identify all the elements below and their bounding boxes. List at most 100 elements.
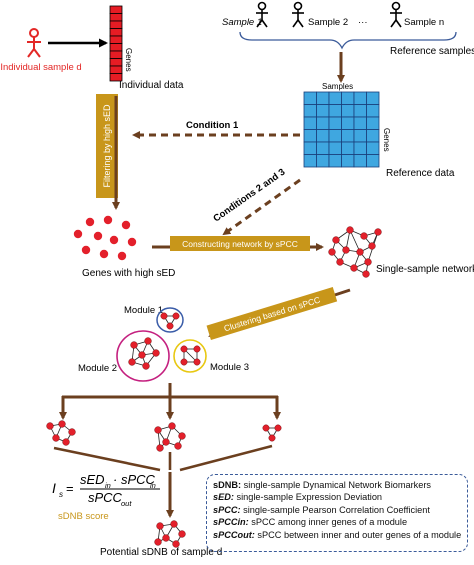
constructing-banner	[170, 236, 310, 251]
legend-row-sed: sED: single-sample Expression Deviation	[213, 491, 461, 503]
graph-node	[172, 540, 180, 548]
gene-cell	[109, 73, 123, 82]
grid-cell	[303, 154, 317, 168]
graph-node	[178, 530, 186, 538]
grid-cell	[303, 116, 317, 130]
abbreviation-legend: sDNB: single-sample Dynamical Network Bi…	[206, 474, 468, 552]
graph-node	[356, 248, 364, 256]
graph-edge	[349, 229, 361, 253]
formula-numerator-mid: · sPCC	[113, 472, 156, 487]
grid-cell	[353, 154, 367, 168]
grid-genes-label: Genes	[382, 128, 391, 152]
conditions23-arrow	[222, 178, 301, 236]
individual-gene-column	[109, 5, 123, 82]
potential-sdnb-label: Potential sDNB of sample d	[100, 547, 222, 558]
grid-cell	[353, 129, 367, 143]
formula-denominator: sPCC	[88, 490, 123, 505]
graph-node	[128, 358, 136, 366]
grid-cell	[328, 91, 342, 105]
grid-cell	[316, 141, 330, 155]
gene-cell	[109, 58, 123, 67]
reference-samples-brace	[239, 31, 457, 50]
graph-node	[350, 264, 358, 272]
graph-node	[193, 358, 201, 366]
genes-high-sed-label: Genes with high sED	[82, 268, 175, 279]
merge-left	[53, 446, 161, 472]
graph-node	[52, 434, 60, 442]
module2-graph	[128, 337, 160, 370]
grid-cell	[341, 141, 355, 155]
graph-node	[138, 351, 146, 359]
graph-node	[144, 337, 152, 345]
module2-ring	[116, 330, 170, 382]
gene-node	[121, 220, 131, 230]
grid-cell	[366, 104, 380, 118]
person-leg	[297, 19, 304, 28]
legend-term: sPCC:	[213, 504, 241, 515]
module1-label: Module 1	[124, 305, 163, 316]
graph-node	[274, 424, 282, 432]
individual-person-icon	[27, 28, 41, 58]
gene-node	[85, 217, 95, 227]
legend-definition: sPCC between inner and outer genes of a …	[257, 529, 462, 540]
legend-row-sdnb: sDNB: single-sample Dynamical Network Bi…	[213, 479, 461, 491]
grid-cell	[341, 104, 355, 118]
gene-node	[127, 237, 137, 247]
genes-high-sed-cluster	[73, 215, 137, 261]
reference-data-label: Reference data	[386, 168, 455, 179]
grid-cell	[303, 104, 317, 118]
graph-node	[180, 358, 188, 366]
gene-node	[73, 229, 83, 239]
grid-cell	[366, 116, 380, 130]
graph-node	[332, 236, 340, 244]
formula-numerator: sED	[80, 472, 105, 487]
gene-node	[109, 235, 119, 245]
graph-node	[156, 522, 164, 530]
graph-node	[374, 228, 382, 236]
person-icon	[390, 1, 402, 28]
gene-cell	[109, 50, 123, 59]
gene-cell	[109, 20, 123, 29]
module1-ring	[156, 307, 184, 333]
grid-cell	[316, 91, 330, 105]
legend-definition: single-sample Dynamical Network Biomarke…	[243, 480, 432, 490]
graph-node	[180, 345, 188, 353]
graph-node	[166, 322, 174, 330]
grid-cell	[328, 154, 342, 168]
grid-cell	[366, 91, 380, 105]
reference-samples-label: Reference samples	[390, 46, 474, 57]
sample-dots-label: ···	[358, 17, 368, 28]
module2-label: Module 2	[78, 363, 117, 374]
candidate-modules-row	[46, 420, 282, 452]
grid-cell	[328, 104, 342, 118]
graph-node	[162, 438, 170, 446]
grid-cell	[328, 116, 342, 130]
legend-row-spcc: sPCC: single-sample Pearson Correlation …	[213, 504, 461, 516]
grid-cell	[328, 141, 342, 155]
legend-definition: single-sample Expression Deviation	[236, 492, 383, 503]
filtering-label: Filtering by high sED	[102, 104, 112, 188]
formula-numerator-sub: in	[105, 481, 111, 490]
graph-node	[174, 442, 182, 450]
gene-cell	[109, 35, 123, 44]
graph-node	[368, 242, 376, 250]
graph-node	[142, 362, 150, 370]
sample-n-label: Sample n	[404, 17, 444, 28]
graph-node	[130, 341, 138, 349]
graph-node	[68, 428, 76, 436]
gene-node	[81, 245, 91, 255]
graph-node	[154, 426, 162, 434]
formula-numerator-sub2: in	[150, 481, 156, 490]
grid-cell	[316, 116, 330, 130]
legend-term: sPCCin:	[213, 517, 249, 528]
graph-node	[360, 232, 368, 240]
grid-cell	[341, 129, 355, 143]
module1-graph	[160, 312, 180, 330]
individual-sample-label: Individual sample d	[0, 62, 81, 73]
grid-cell	[328, 129, 342, 143]
sample-1-label: Sample 1	[222, 17, 262, 28]
legend-term: sDNB:	[213, 480, 242, 490]
person-leg	[261, 19, 268, 28]
grid-cell	[303, 91, 317, 105]
gene-node	[99, 249, 109, 259]
